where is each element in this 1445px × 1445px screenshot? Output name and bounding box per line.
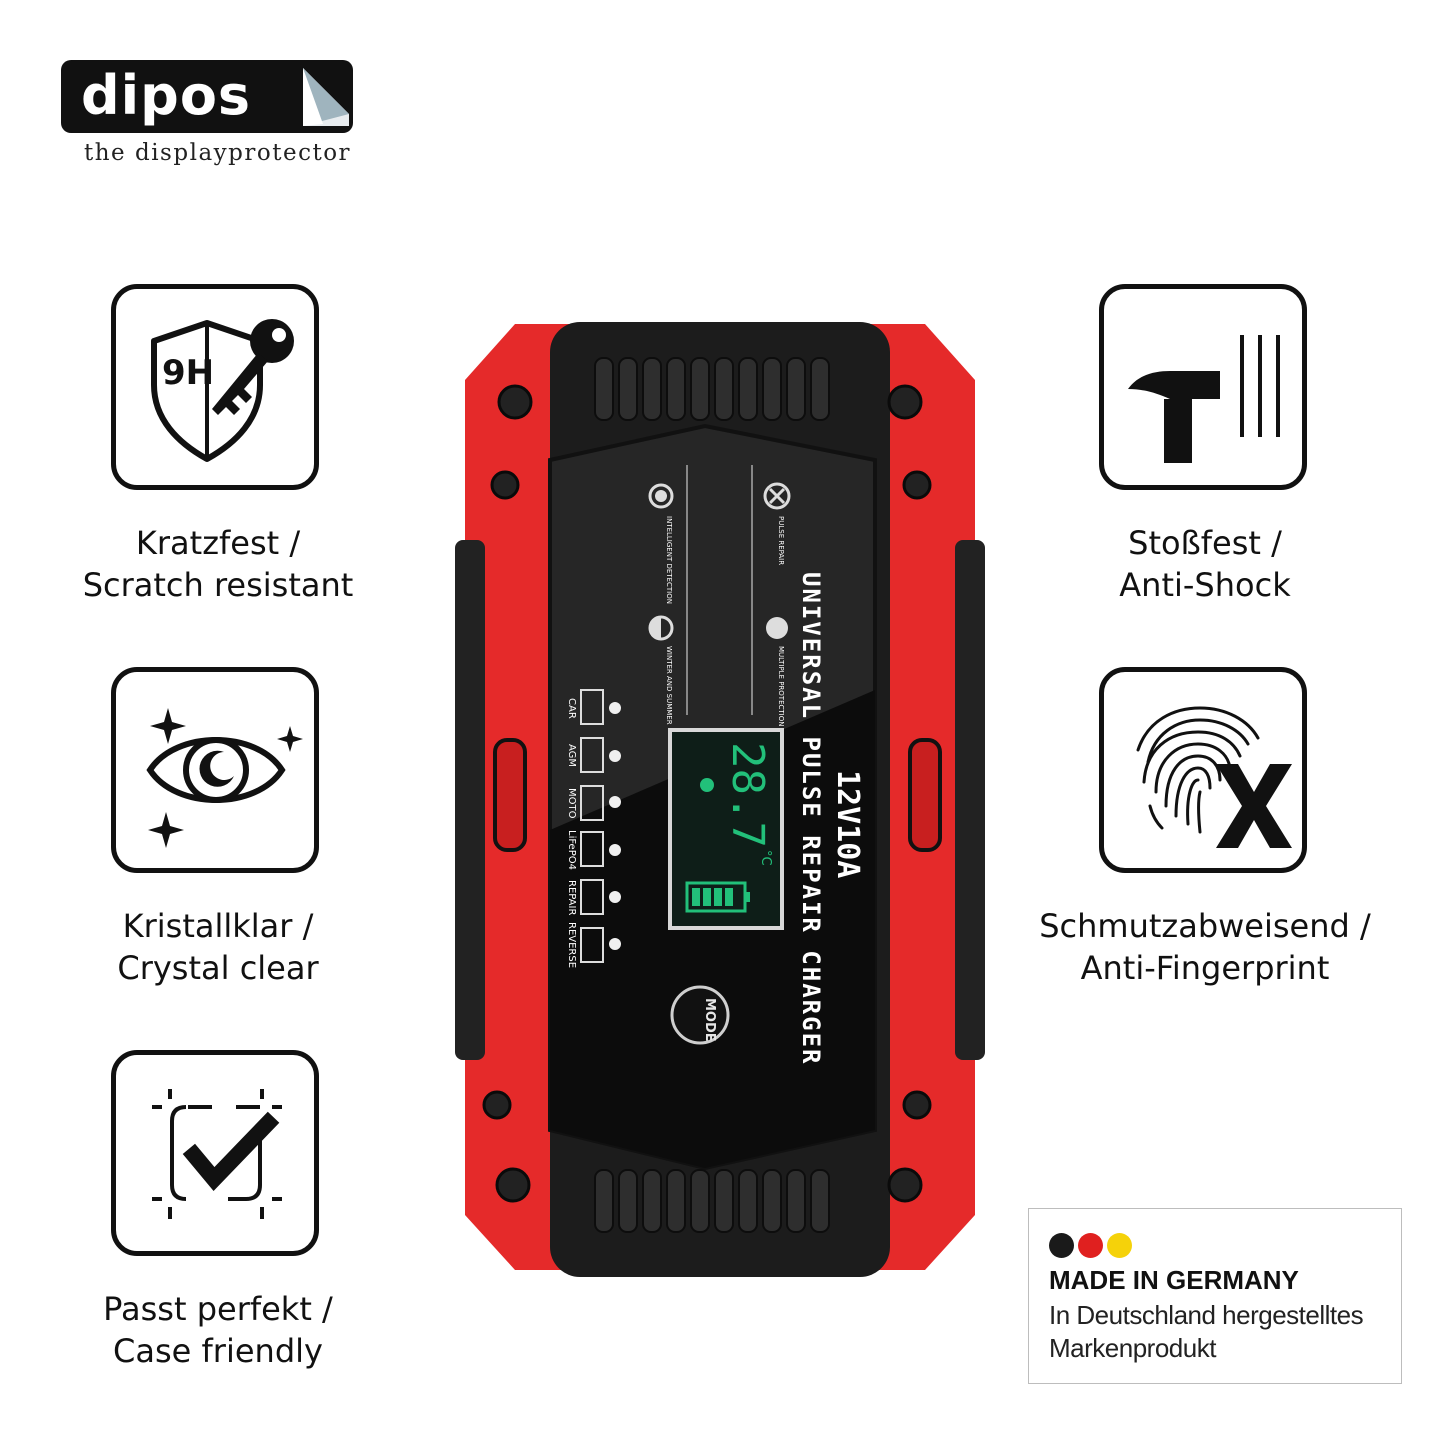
mode-button: MODE: [702, 998, 717, 1042]
feature-clear-caption: Kristallklar / Crystal clear: [40, 905, 396, 989]
feature-shock-line1: Stoßfest /: [1128, 524, 1282, 562]
logo-corner-icon: [303, 68, 349, 126]
feature-fingerprint-caption: Schmutzabweisend / Anti-Fingerprint: [1010, 905, 1400, 989]
brand-name: dipos: [81, 64, 252, 127]
mode-agm: AGM: [566, 744, 577, 768]
badge-line2: Markenprodukt: [1049, 1333, 1216, 1363]
shield-9h-key-icon: 9H: [151, 319, 294, 462]
feature-scratch-caption: Kratzfest / Scratch resistant: [40, 522, 396, 606]
lcd-unit: °C: [758, 850, 773, 866]
charger-model: 12V10A: [830, 770, 865, 879]
feature-fingerprint-line1: Schmutzabweisend /: [1039, 907, 1371, 945]
frame-check-icon: [152, 1089, 282, 1219]
feature-fingerprint-box: [1099, 667, 1307, 873]
brand-logo: dipos: [61, 60, 353, 133]
legend-protection: MULTIPLE PROTECTION: [777, 646, 785, 727]
hammer-icon: [1128, 335, 1280, 463]
mode-car: CAR: [566, 698, 577, 719]
mode-moto: MOTO: [566, 788, 577, 819]
fingerprint-x-icon: [1136, 706, 1292, 848]
charger-headline: UNIVERSAL PULSE REPAIR CHARGER: [797, 572, 825, 1066]
charger-body: [455, 322, 985, 1277]
feature-fingerprint-line2: Anti-Fingerprint: [1080, 949, 1330, 987]
legend-winter: WINTER AND SUMMER: [665, 646, 673, 725]
feature-fit-line2: Case friendly: [113, 1332, 323, 1370]
feature-clear-line1: Kristallklar /: [122, 907, 314, 945]
legend-pulse: PULSE REPAIR: [777, 516, 785, 566]
brand-tagline: the displayprotector: [84, 140, 352, 166]
feature-clear-line2: Crystal clear: [117, 949, 319, 987]
feature-clear-box: [111, 667, 319, 873]
made-in-germany-badge: MADE IN GERMANY In Deutschland hergestel…: [1028, 1208, 1402, 1384]
feature-shock-caption: Stoßfest / Anti-Shock: [1020, 522, 1390, 606]
lcd-value: 28.7: [722, 742, 773, 848]
badge-line1: In Deutschland hergestelltes: [1049, 1300, 1364, 1330]
mode-reverse: REVERSE: [566, 922, 577, 969]
flag-dot-red: [1078, 1233, 1103, 1258]
charger-device: 12V10A UNIVERSAL PULSE REPAIR CHARGER 28…: [455, 310, 985, 1285]
badge-title: MADE IN GERMANY: [1049, 1265, 1299, 1295]
feature-scratch-box: 9H: [111, 284, 319, 490]
feature-fit-caption: Passt perfekt / Case friendly: [40, 1288, 396, 1372]
mode-repair: REPAIR: [566, 880, 577, 916]
legend-intelligent: INTELLIGENT DETECTION: [665, 516, 673, 604]
feature-shock-line2: Anti-Shock: [1119, 566, 1291, 604]
shield-label: 9H: [162, 353, 214, 393]
feature-scratch-line2: Scratch resistant: [82, 566, 354, 604]
feature-scratch-line1: Kratzfest /: [135, 524, 301, 562]
eye-sparkle-icon: [146, 708, 303, 848]
feature-fit-line1: Passt perfekt /: [103, 1290, 333, 1328]
feature-shock-box: [1099, 284, 1307, 490]
flag-dot-black: [1049, 1233, 1074, 1258]
flag-dot-gold: [1107, 1233, 1132, 1258]
feature-fit-box: [111, 1050, 319, 1256]
mode-lifepo4: LiFePO4: [566, 830, 577, 870]
